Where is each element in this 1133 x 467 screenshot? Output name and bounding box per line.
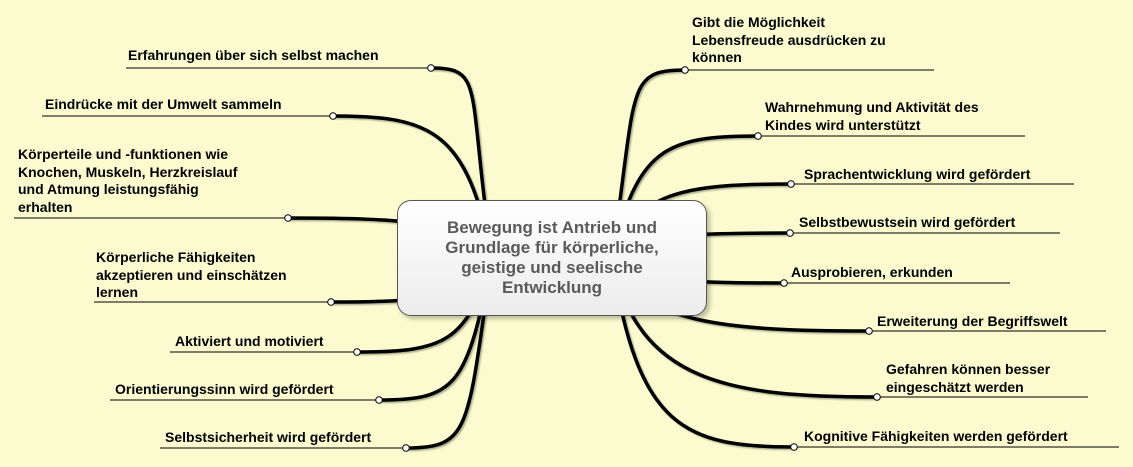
branch-right-4[interactable]: Selbstbewustsein wird gefördert	[799, 214, 1016, 230]
branch-right-2[interactable]: Wahrnehmung und Aktivität des Kindes wir…	[765, 99, 979, 133]
branch-left-5[interactable]: Aktiviert und motiviert	[175, 333, 324, 349]
branch-endpoint-right-7[interactable]	[873, 393, 881, 401]
branch-endpoint-right-8[interactable]	[790, 443, 798, 451]
branch-endpoint-right-4[interactable]	[786, 229, 794, 237]
branch-endpoint-left-7[interactable]	[402, 444, 410, 452]
branch-endpoint-right-2[interactable]	[754, 132, 762, 140]
branch-right-5[interactable]: Ausprobieren, erkunden	[791, 264, 953, 280]
branch-endpoint-left-2[interactable]	[329, 112, 337, 120]
branch-right-8[interactable]: Kognitive Fähigkeiten werden gefördert	[804, 428, 1068, 444]
branch-right-6[interactable]: Erweiterung der Begriffswelt	[877, 313, 1068, 329]
branch-endpoint-left-5[interactable]	[353, 348, 361, 356]
central-topic-label: Bewegung ist Antrieb und Grundlage für k…	[445, 218, 659, 297]
branch-right-3[interactable]: Sprachentwicklung wird gefördert	[804, 166, 1031, 182]
branch-left-4[interactable]: Körperliche Fähigkeiten akzeptieren und …	[96, 249, 287, 300]
branch-endpoint-left-1[interactable]	[427, 64, 435, 72]
branch-endpoint-left-6[interactable]	[375, 396, 383, 404]
central-topic[interactable]: Bewegung ist Antrieb und Grundlage für k…	[397, 200, 707, 316]
branch-endpoint-right-1[interactable]	[681, 66, 689, 74]
connector-left-7	[404, 256, 494, 450]
branch-left-3[interactable]: Körperteile und -funktionen wie Knochen,…	[18, 146, 238, 215]
branch-endpoint-right-5[interactable]	[780, 279, 788, 287]
connector-right-8	[610, 256, 796, 449]
branch-left-2[interactable]: Eindrücke mit der Umwelt sammeln	[45, 96, 282, 112]
branch-left-6[interactable]: Orientierungssinn wird gefördert	[115, 381, 334, 397]
branch-right-1[interactable]: Gibt die Möglichkeit Lebensfreude ausdrü…	[692, 14, 886, 65]
branch-endpoint-right-6[interactable]	[865, 327, 873, 335]
branch-endpoint-right-3[interactable]	[787, 180, 795, 188]
branch-endpoint-left-3[interactable]	[284, 214, 292, 222]
branch-endpoint-left-4[interactable]	[327, 298, 335, 306]
branch-left-1[interactable]: Erfahrungen über sich selbst machen	[128, 47, 379, 63]
branch-right-7[interactable]: Gefahren können besser eingeschätzt werd…	[886, 361, 1051, 395]
branch-left-7[interactable]: Selbstsicherheit wird gefördert	[165, 429, 372, 445]
